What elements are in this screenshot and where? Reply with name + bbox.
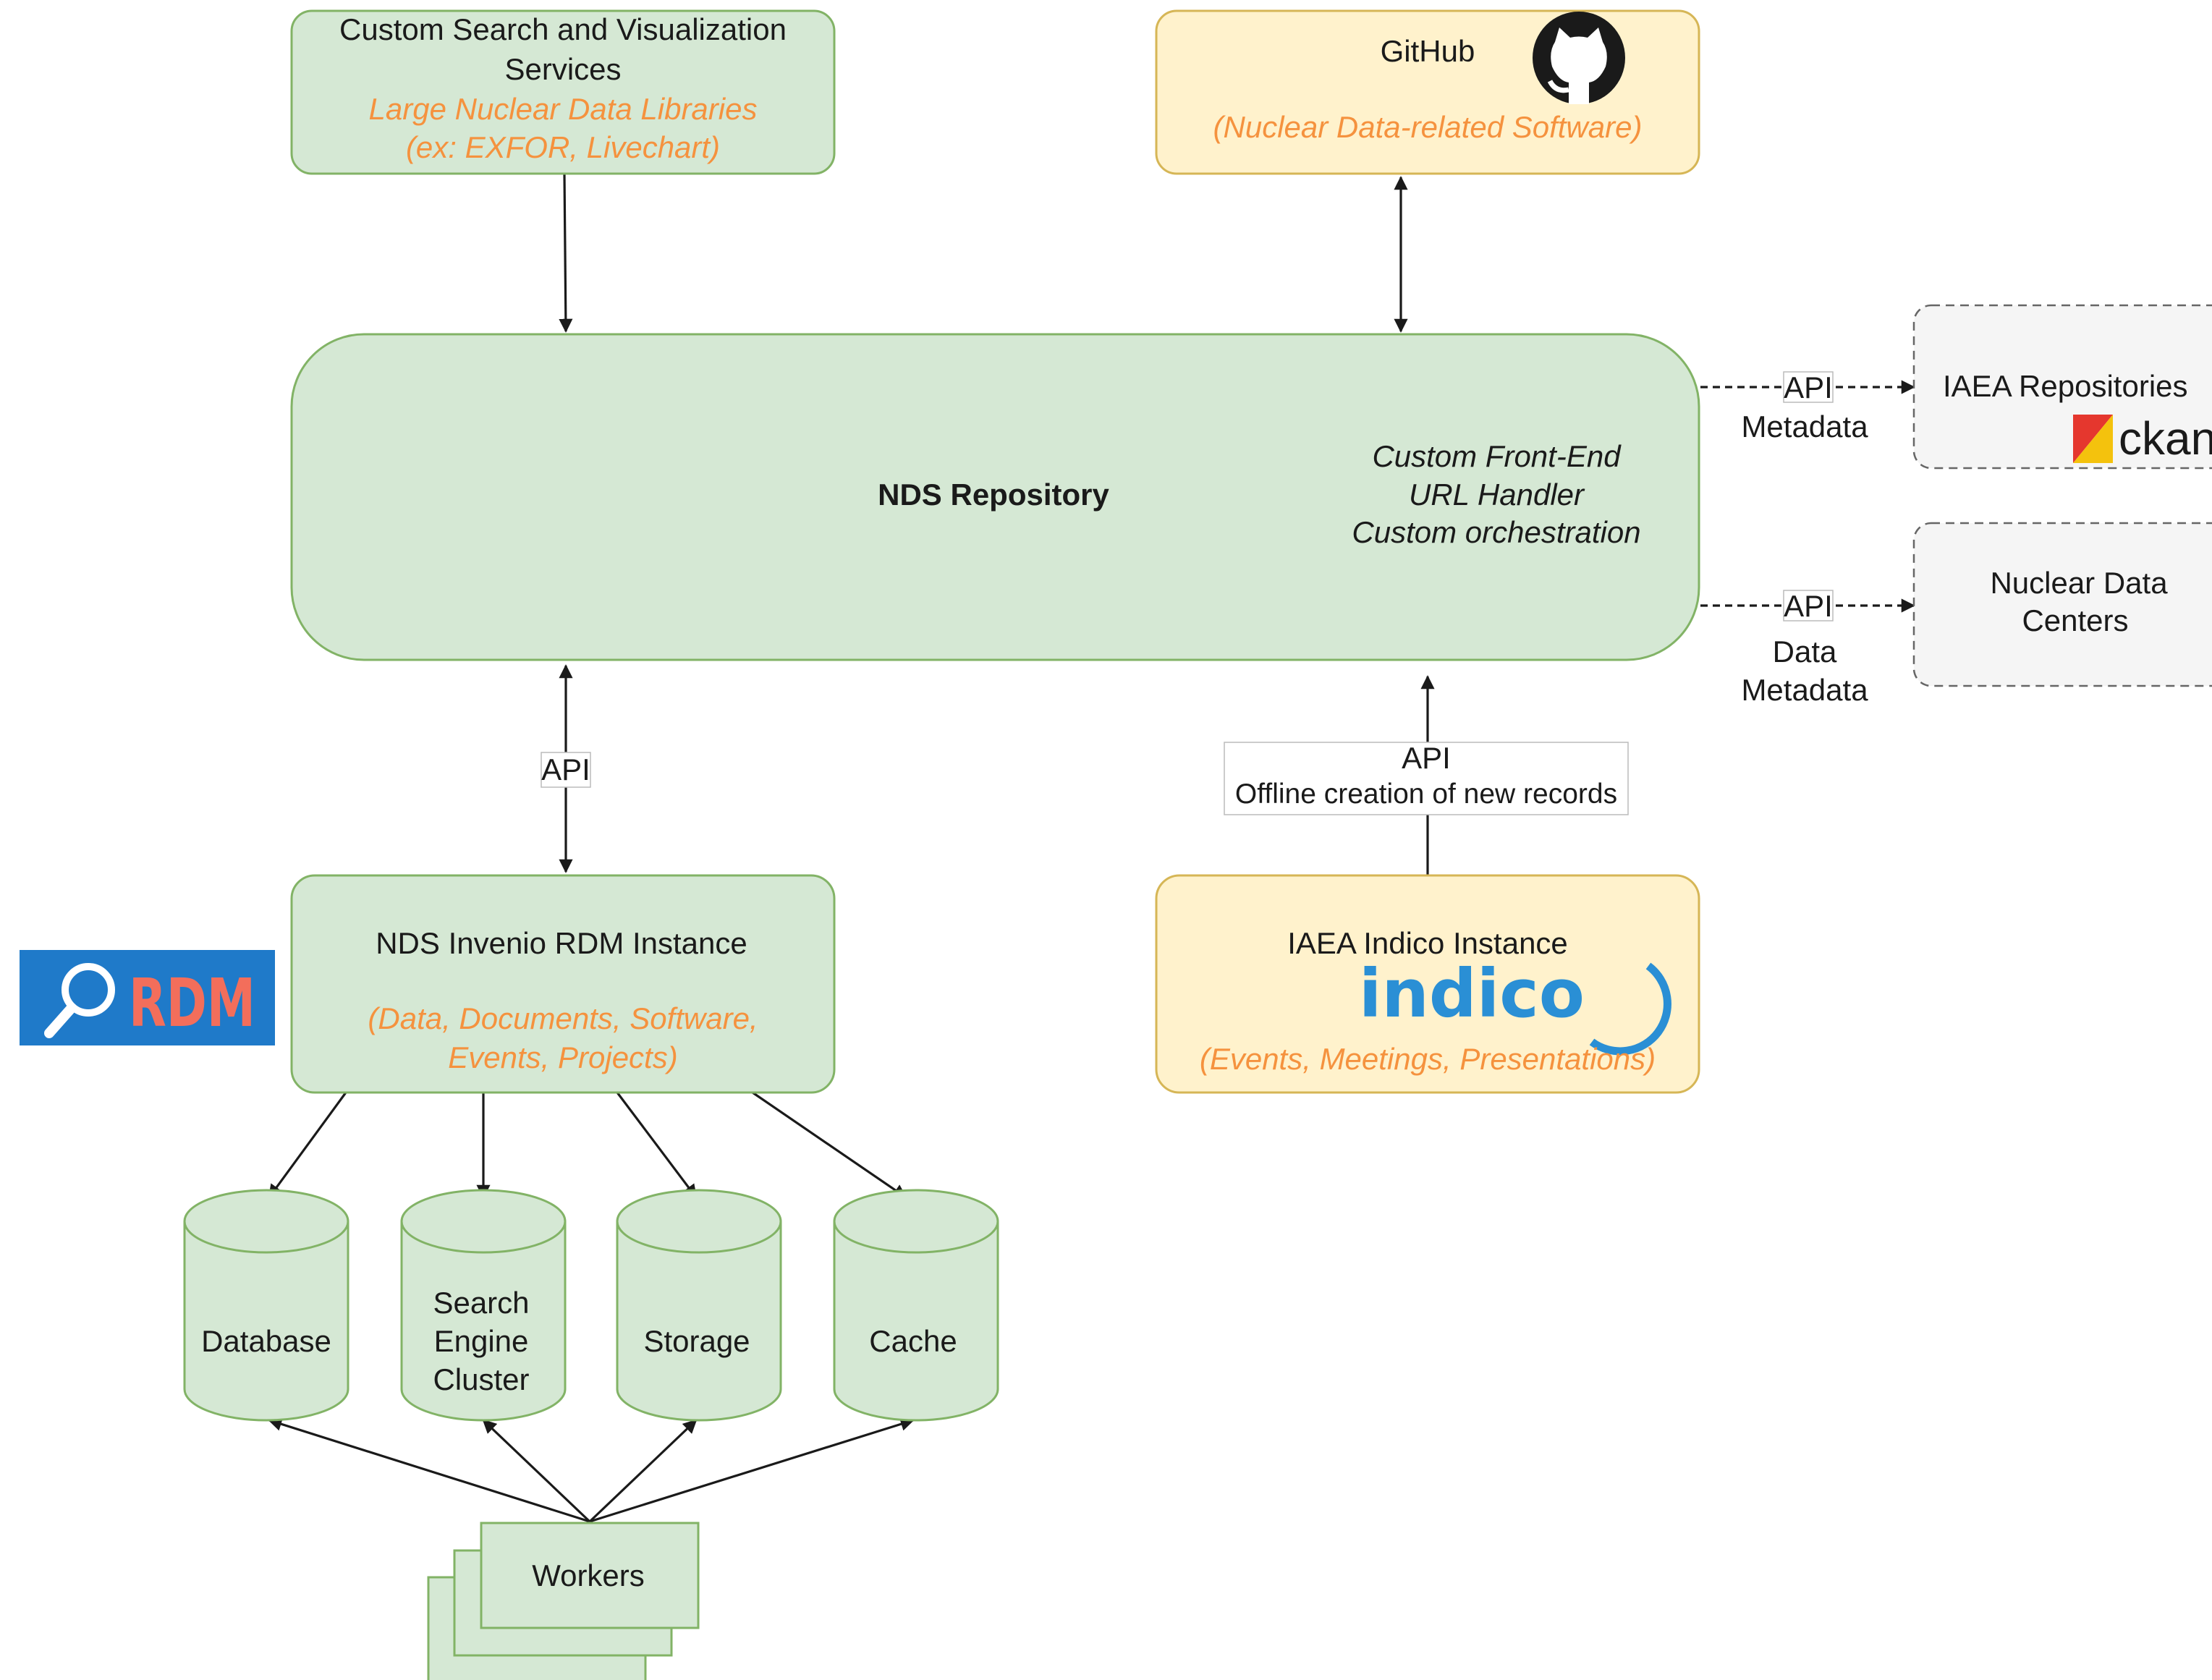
magnifier-icon [44, 963, 115, 1038]
workers-node[interactable]: Workers [427, 1522, 700, 1680]
edge-invenio-storage [616, 1092, 698, 1199]
indico-subtitle: (Events, Meetings, Presentations) [1200, 1042, 1656, 1076]
github-icon [1533, 12, 1625, 104]
storage-cylinder[interactable]: Storage [616, 1189, 782, 1422]
database-label: Database [201, 1324, 331, 1358]
repo-feature-front-end: Custom Front-End [1372, 439, 1622, 473]
api-label-ndc: API [1784, 589, 1833, 623]
metadata-label-ndc: Metadata [1741, 673, 1868, 707]
edge-workers-search [482, 1419, 591, 1523]
custom-search-title-2: Services [504, 52, 621, 86]
edges [268, 173, 1915, 1523]
edge-workers-cache [589, 1417, 915, 1523]
custom-search-subtitle: Large Nuclear Data Libraries [369, 92, 758, 126]
search-engine-label: Search [433, 1286, 529, 1320]
ckan-logo-text: ckan [2119, 412, 2212, 464]
nds-repository-node[interactable]: NDS Repository Custom Front-End URL Hand… [290, 333, 1700, 661]
indico-node[interactable]: IAEA Indico Instance indico (Events, Mee… [1155, 874, 1700, 1094]
custom-search-subtitle-2: (ex: EXFOR, Livechart) [406, 130, 720, 164]
repo-feature-orchestration: Custom orchestration [1352, 515, 1640, 549]
edge-labels: API Metadata API Data Metadata API API O… [541, 370, 1868, 815]
invenio-title: NDS Invenio RDM Instance [376, 926, 747, 960]
database-cylinder[interactable]: Database [183, 1189, 349, 1422]
repo-feature-url-handler: URL Handler [1409, 478, 1585, 512]
iaea-repositories-node[interactable]: IAEA Repositories ckan [1912, 304, 2212, 470]
rdm-logo: RDM [20, 950, 275, 1045]
ckan-logo-icon: ckan [2073, 412, 2212, 464]
nuclear-data-centers-node[interactable]: Nuclear Data Centers [1912, 522, 2212, 687]
edge-invenio-database [268, 1092, 347, 1199]
iaea-repositories-title: IAEA Repositories [1943, 369, 2188, 403]
invenio-subtitle-2: Events, Projects) [448, 1040, 677, 1074]
edge-search-to-repo [559, 173, 573, 333]
github-title: GitHub [1381, 34, 1475, 68]
edge-workers-storage [588, 1419, 698, 1523]
github-node[interactable]: GitHub (Nuclear Data-related Software) [1155, 9, 1700, 175]
github-subtitle: (Nuclear Data-related Software) [1213, 110, 1643, 144]
custom-search-title: Custom Search and Visualization [339, 12, 787, 46]
offline-creation-label: Offline creation of new records [1235, 779, 1617, 810]
custom-search-node[interactable]: Custom Search and Visualization Services… [290, 9, 836, 175]
workers-label: Workers [532, 1558, 645, 1592]
invenio-rdm-node[interactable]: NDS Invenio RDM Instance (Data, Document… [290, 874, 836, 1094]
invenio-subtitle: (Data, Documents, Software, [368, 1001, 758, 1035]
edge-workers-database [268, 1417, 590, 1523]
rdm-logo-text: RDM [129, 964, 255, 1042]
metadata-label-iaea: Metadata [1741, 410, 1868, 444]
ndc-title-2: Centers [2022, 603, 2128, 637]
indico-logo-text: indico [1359, 955, 1585, 1032]
search-engine-cylinder[interactable]: Search Engine Cluster [400, 1189, 567, 1422]
cache-label: Cache [869, 1324, 957, 1358]
api-label-indico: API [1402, 741, 1451, 775]
edge-invenio-cache [752, 1091, 907, 1199]
indico-title: IAEA Indico Instance [1287, 926, 1568, 960]
storage-label: Storage [643, 1324, 750, 1358]
nds-repository-title: NDS Repository [878, 478, 1109, 512]
cache-cylinder[interactable]: Cache [833, 1189, 999, 1422]
ndc-title: Nuclear Data [1990, 566, 2168, 600]
search-engine-label-3: Cluster [433, 1362, 529, 1396]
indico-logo-ring-icon [1589, 962, 1671, 1056]
search-engine-label-2: Engine [434, 1324, 529, 1358]
api-label-invenio: API [541, 752, 590, 786]
api-label-iaea: API [1784, 370, 1833, 404]
data-label-ndc: Data [1773, 635, 1837, 669]
